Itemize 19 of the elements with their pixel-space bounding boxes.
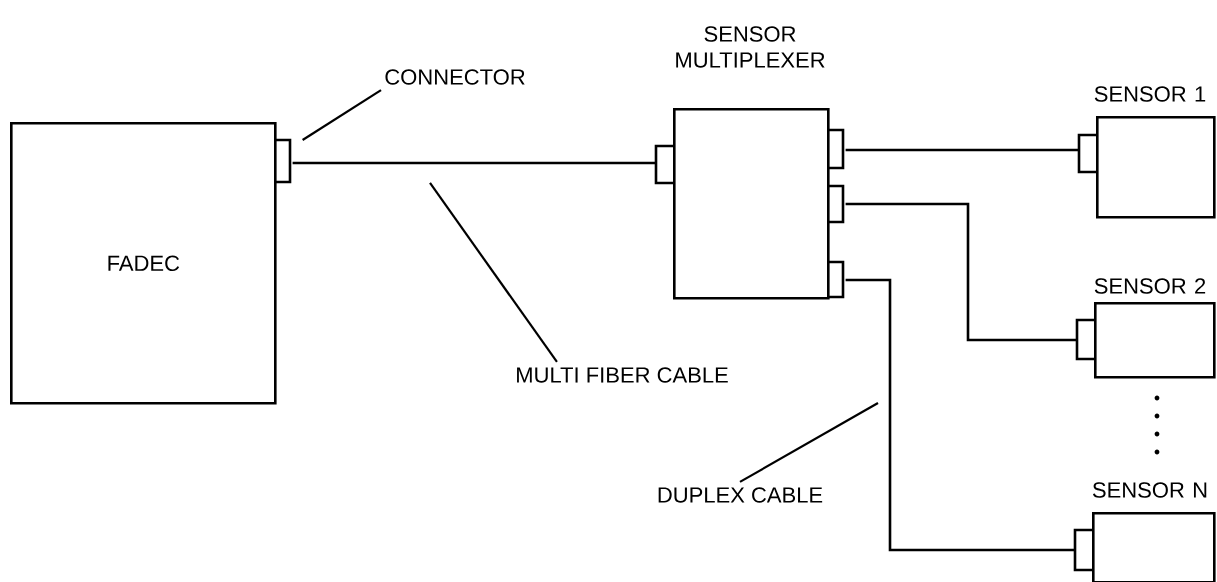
node-label: SENSOR 1 <box>1094 86 1206 102</box>
callout-label: CONNECTOR <box>385 69 525 85</box>
node-label: SENSOR N <box>1092 482 1207 498</box>
leader-line <box>739 402 879 483</box>
leader-line <box>429 182 558 363</box>
sensor-box: SENSOR 1 <box>1077 86 1216 219</box>
callout-label: MULTI FIBER CABLE <box>517 367 728 383</box>
sensor-box: SENSOR N <box>1073 482 1216 582</box>
multiplexer-box: SENSOR MULTIPLEXER <box>654 26 845 300</box>
cable-line <box>845 148 1078 152</box>
cable-line <box>292 161 656 165</box>
callout-label: DUPLEX CABLE <box>658 487 823 503</box>
controller-box: FADEC <box>10 122 292 405</box>
node-label: SENSOR 2 <box>1094 278 1206 294</box>
leader-line <box>302 89 382 141</box>
sensor-box: SENSOR 2 <box>1075 278 1216 379</box>
node-label: SENSOR MULTIPLEXER <box>676 26 825 68</box>
cable-line <box>845 202 1076 342</box>
cable-line <box>845 278 1074 552</box>
